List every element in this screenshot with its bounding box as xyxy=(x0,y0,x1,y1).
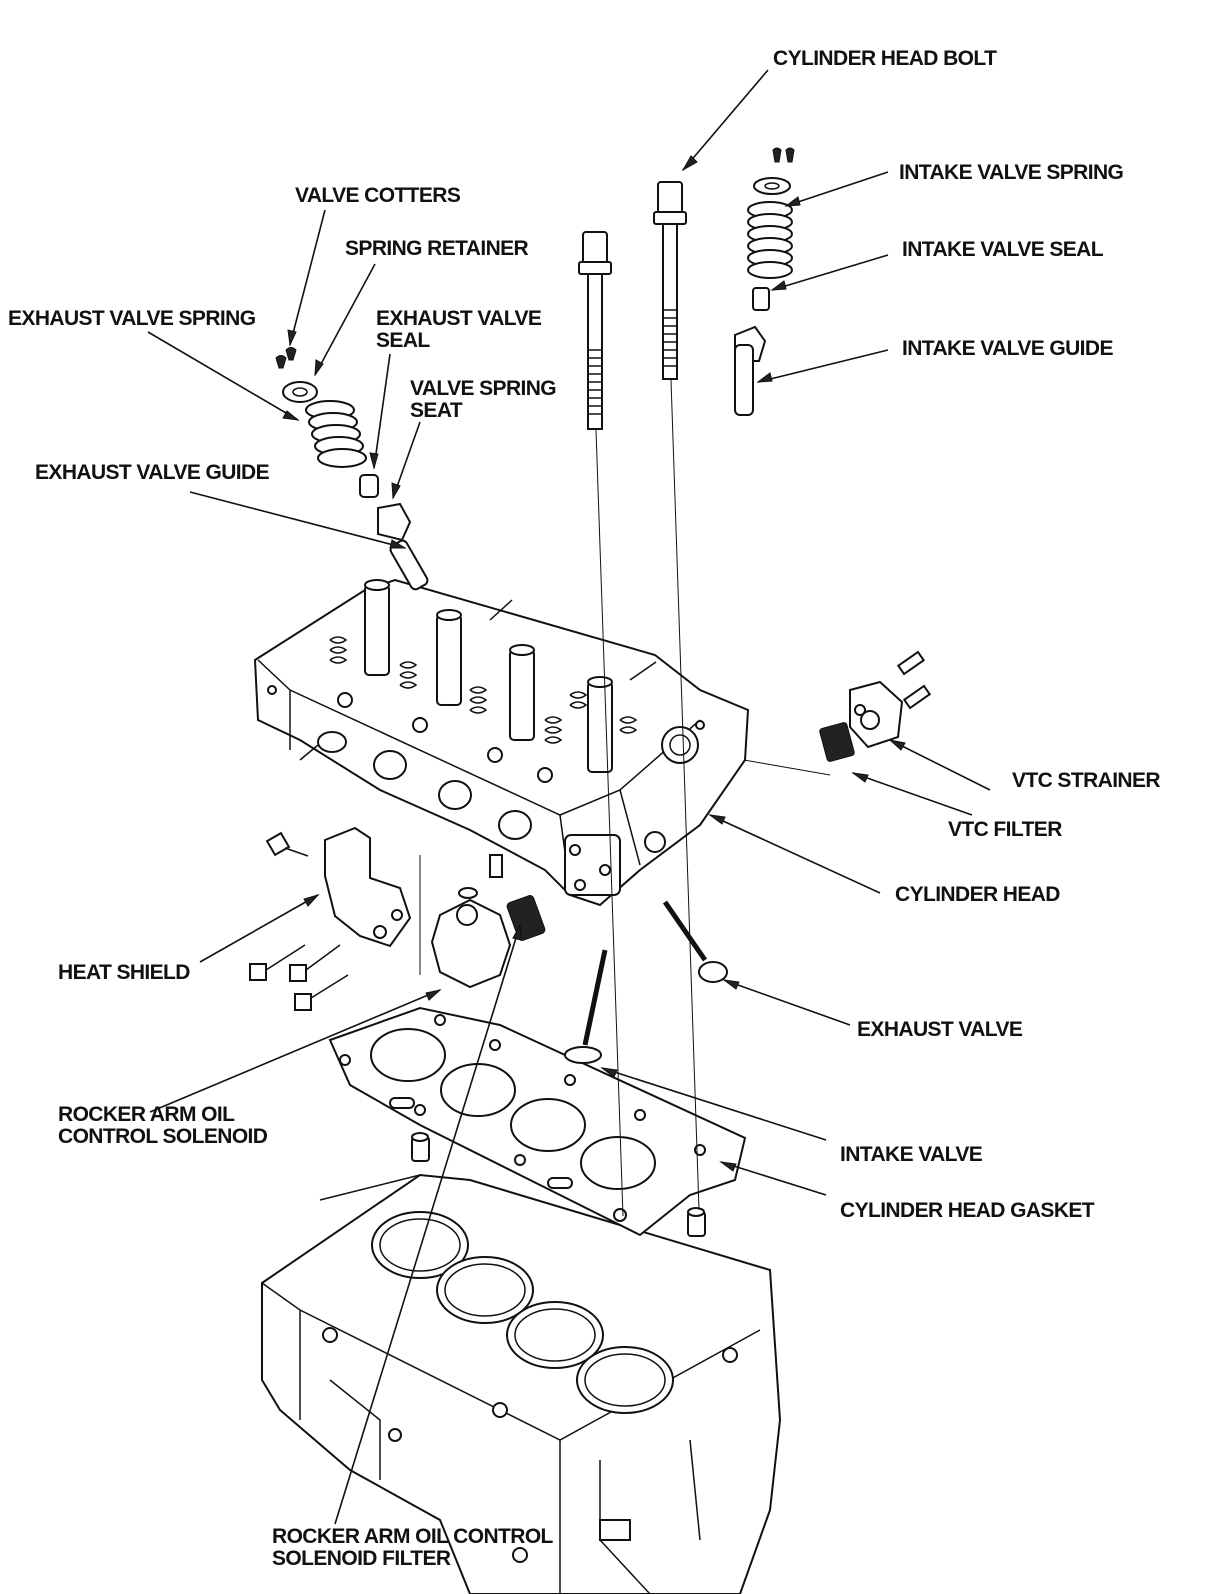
label-solenoid-line1: ROCKER ARM OIL xyxy=(58,1103,235,1126)
label-valve-spring-seat: VALVE SPRING SEAT xyxy=(410,377,557,422)
label-exhaust-valve-seal-line1: EXHAUST VALVE xyxy=(376,307,542,330)
exhaust-valve-parts xyxy=(275,347,429,591)
label-solenoid-filter-line2: SOLENOID FILTER xyxy=(272,1547,451,1570)
vtc-parts xyxy=(819,650,932,762)
cylinder-head-bolts xyxy=(578,181,687,430)
leader-lines xyxy=(147,69,991,1525)
label-valve-spring-seat-line1: VALVE SPRING xyxy=(410,377,557,400)
label-valve-cotters: VALVE COTTERS xyxy=(295,184,461,207)
label-heat-shield: HEAT SHIELD xyxy=(58,961,190,984)
label-vtc-filter: VTC FILTER xyxy=(948,818,1062,841)
label-exhaust-valve-spring: EXHAUST VALVE SPRING xyxy=(8,307,256,330)
label-exhaust-valve-guide: EXHAUST VALVE GUIDE xyxy=(35,461,270,484)
label-valve-spring-seat-line2: SEAT xyxy=(410,399,463,422)
label-rocker-arm-oil-control-solenoid: ROCKER ARM OIL CONTROL SOLENOID xyxy=(58,1103,268,1148)
label-cylinder-head-gasket: CYLINDER HEAD GASKET xyxy=(840,1199,1095,1222)
engine-block xyxy=(261,1173,782,1594)
label-rocker-arm-oil-control-solenoid-filter: ROCKER ARM OIL CONTROL SOLENOID FILTER xyxy=(272,1526,553,1570)
alignment-lines xyxy=(419,379,831,1217)
cylinder-head-drawing xyxy=(253,578,750,907)
label-solenoid-filter-line1: ROCKER ARM OIL CONTROL xyxy=(272,1525,553,1548)
label-cylinder-head: CYLINDER HEAD xyxy=(895,883,1060,906)
label-solenoid-line2: CONTROL SOLENOID xyxy=(58,1125,268,1148)
rocker-arm-solenoid-drawing xyxy=(430,887,546,989)
cylinder-head-gasket-drawing xyxy=(328,1006,747,1237)
label-exhaust-valve-seal: EXHAUST VALVE SEAL xyxy=(376,307,542,352)
label-vtc-strainer: VTC STRAINER xyxy=(1012,769,1161,792)
label-exhaust-valve-seal-line2: SEAL xyxy=(376,329,430,352)
label-intake-valve-spring: INTAKE VALVE SPRING xyxy=(899,161,1124,184)
label-intake-valve-guide: INTAKE VALVE GUIDE xyxy=(902,337,1113,360)
label-intake-valve-seal: INTAKE VALVE SEAL xyxy=(902,238,1104,261)
intake-valve-parts xyxy=(734,147,795,416)
label-exhaust-valve: EXHAUST VALVE xyxy=(857,1018,1023,1041)
label-spring-retainer: SPRING RETAINER xyxy=(345,237,529,260)
label-intake-valve: INTAKE VALVE xyxy=(840,1143,983,1166)
heat-shield-drawing xyxy=(249,826,412,1011)
valves xyxy=(564,900,728,1064)
dowel-pins xyxy=(411,1132,706,1237)
label-cylinder-head-bolt: CYLINDER HEAD BOLT xyxy=(773,47,997,70)
